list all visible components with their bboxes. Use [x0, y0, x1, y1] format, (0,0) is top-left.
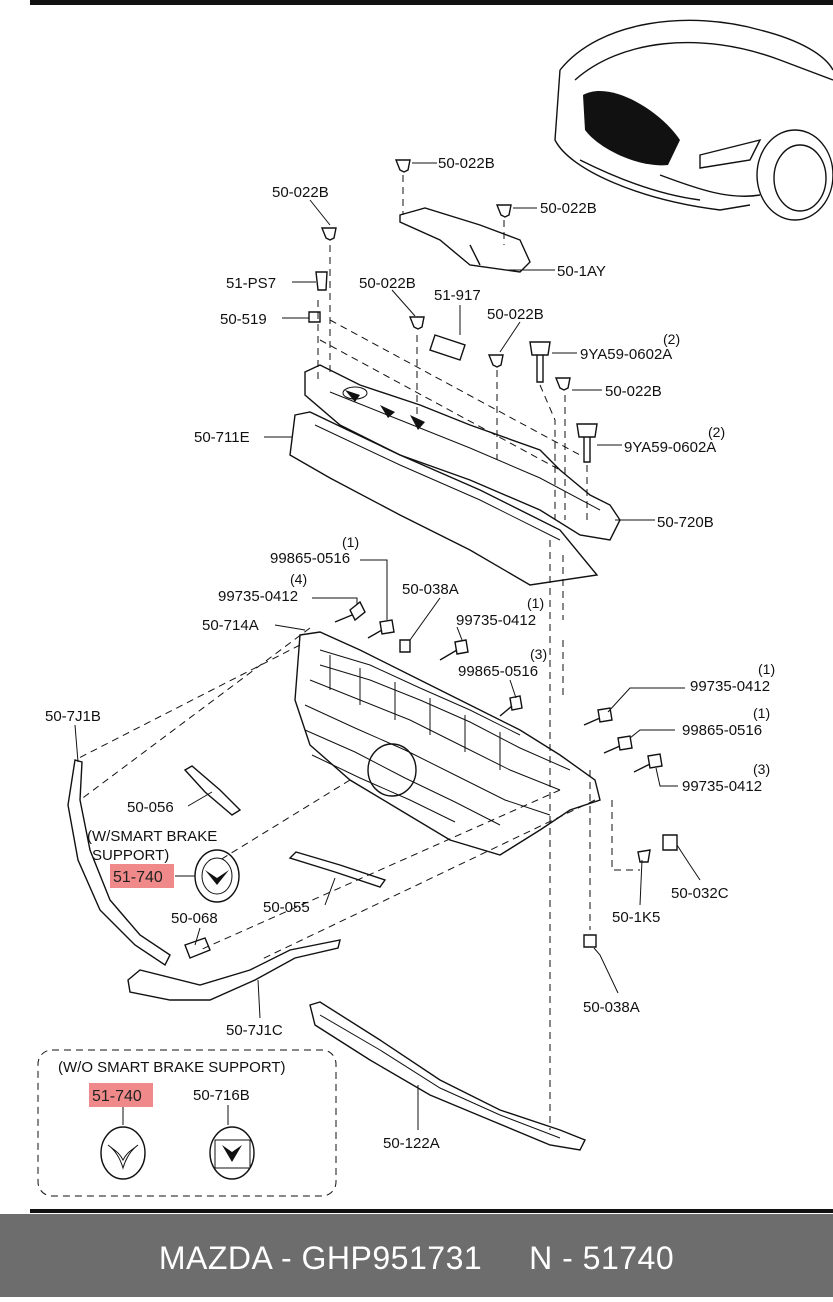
label-9ya59-0602a-2: 9YA59-0602A: [624, 439, 716, 456]
label-50-122a: 50-122A: [383, 1135, 440, 1152]
qty-99735-4: (3): [753, 761, 770, 777]
label-99735-0412-2: 99735-0412: [456, 612, 536, 629]
label-99735-0412-3: 99735-0412: [690, 678, 770, 695]
label-50-055: 50-055: [263, 899, 310, 916]
emblem-no-smart-brake-part: [100, 1126, 146, 1180]
note-without-smart-brake: (W/O SMART BRAKE SUPPORT): [58, 1059, 286, 1076]
fasteners: [184, 159, 678, 959]
label-50-022b-6: 50-022B: [605, 383, 662, 400]
note-smart-brake-line2: SUPPORT): [92, 847, 169, 864]
label-99865-0516-2: 99865-0516: [458, 663, 538, 680]
label-50-022b-4: 50-022B: [359, 275, 416, 292]
garnish-upper-part: [183, 765, 242, 816]
footer-part-number: MAZDA - GHP951731 N - 51740: [158, 1240, 675, 1276]
lower-guide-part: [309, 1001, 586, 1151]
emblem-smart-brake-part: [194, 849, 240, 903]
label-50-7j1b: 50-7J1B: [45, 708, 101, 725]
label-51-740-no-smart: 51-740: [92, 1088, 142, 1105]
qty-99735-3: (1): [758, 661, 775, 677]
note-smart-brake-line1: (W/SMART BRAKE: [87, 828, 217, 845]
label-51-ps7: 51-PS7: [226, 275, 276, 292]
leader-lines: [74, 162, 701, 1130]
side-moulding-left-part: [67, 759, 171, 967]
label-51-740-smart: 51-740: [113, 869, 163, 886]
radiator-cover-part: [399, 207, 531, 273]
lower-moulding-part: [127, 939, 341, 1001]
label-50-022b-3: 50-022B: [272, 184, 329, 201]
label-50-716b: 50-716B: [193, 1087, 250, 1104]
label-50-056: 50-056: [127, 799, 174, 816]
label-50-1ay: 50-1AY: [557, 263, 606, 280]
label-50-7j1c: 50-7J1C: [226, 1022, 283, 1039]
label-50-022b-5: 50-022B: [487, 306, 544, 323]
label-51-917: 51-917: [434, 287, 481, 304]
qty-99865-2: (3): [530, 646, 547, 662]
label-50-1k5: 50-1K5: [612, 909, 660, 926]
label-9ya59-0602a-1: 9YA59-0602A: [580, 346, 672, 363]
qty-9ya59-1: (2): [663, 331, 680, 347]
label-50-720b: 50-720B: [657, 514, 714, 531]
label-50-038a-1: 50-038A: [402, 581, 459, 598]
label-99865-0516-3: 99865-0516: [682, 722, 762, 739]
footer-bar: MAZDA - GHP951731 N - 51740: [0, 1214, 833, 1297]
label-50-032c: 50-032C: [671, 885, 729, 902]
label-50-022b-2: 50-022B: [540, 200, 597, 217]
without-smart-brake-frame: [37, 1049, 337, 1197]
qty-9ya59-2: (2): [708, 424, 725, 440]
label-50-022b-1: 50-022B: [438, 155, 495, 172]
highlight-box-51-740-bottom: [89, 1083, 153, 1107]
label-50-038a-2: 50-038A: [583, 999, 640, 1016]
label-50-519: 50-519: [220, 311, 267, 328]
qty-99735-2: (1): [527, 595, 544, 611]
front-grille-part: [294, 631, 601, 856]
bottom-border: [30, 1209, 833, 1213]
assembly-guide-lines: [74, 175, 640, 1130]
car-front-illustration: [554, 19, 833, 221]
qty-99735-1: (4): [290, 571, 307, 587]
label-99735-0412-1: 99735-0412: [218, 588, 298, 605]
highlight-box-51-740-top: [110, 864, 174, 888]
label-50-711e: 50-711E: [194, 429, 250, 446]
top-border: [30, 0, 833, 5]
label-99865-0516-1: 99865-0516: [270, 550, 350, 567]
qty-99865-3: (1): [753, 705, 770, 721]
emblem-base-part: [209, 1126, 255, 1180]
label-50-714a: 50-714A: [202, 617, 259, 634]
qty-99865-1: (1): [342, 534, 359, 550]
label-99735-0412-4: 99735-0412: [682, 778, 762, 795]
garnish-lower-part: [288, 851, 387, 888]
label-50-068: 50-068: [171, 910, 218, 927]
